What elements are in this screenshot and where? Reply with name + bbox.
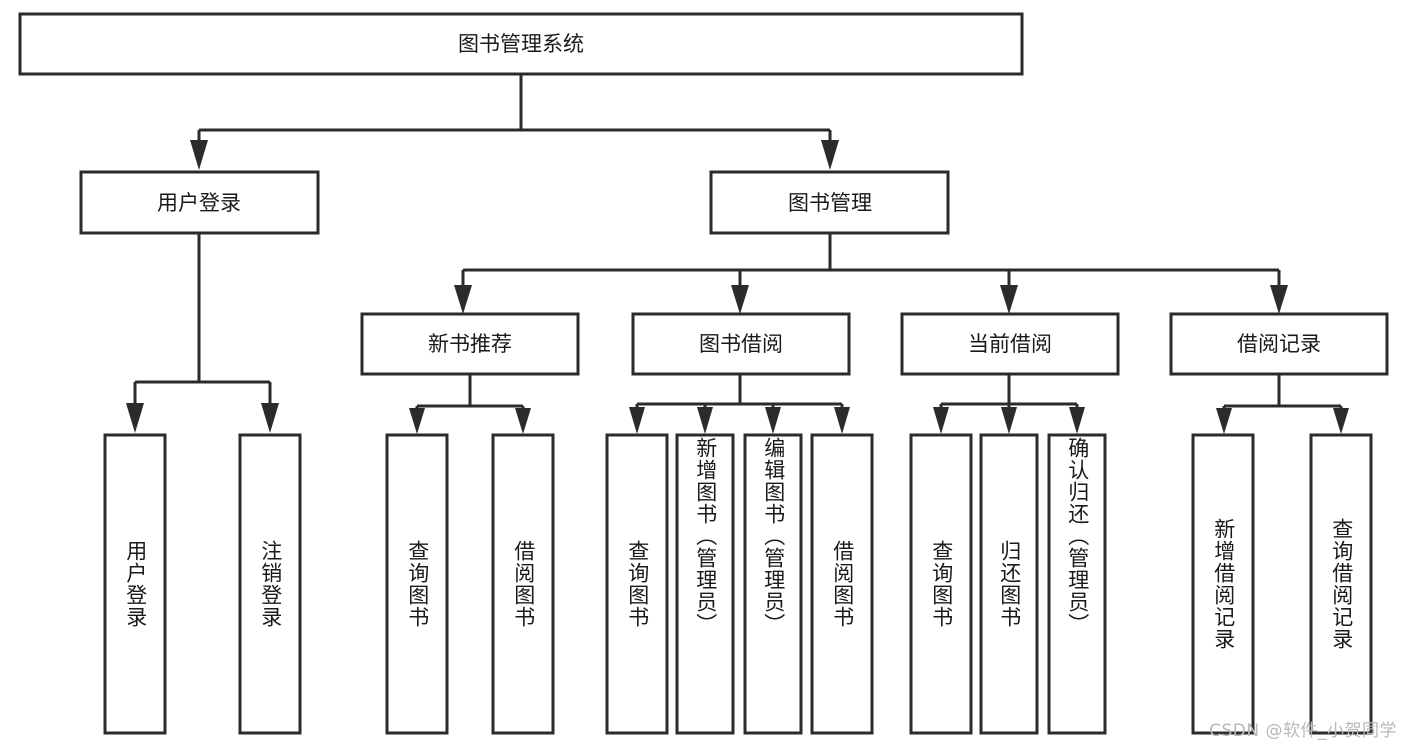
node-leaf-edit-book-admin-box[interactable] bbox=[743, 433, 803, 735]
arrowhead-leaf-return-book bbox=[1001, 407, 1017, 434]
connector-group-new-book-recommend bbox=[409, 374, 531, 434]
arrowhead-borrow-record bbox=[1270, 285, 1288, 314]
connector-group-root bbox=[190, 75, 839, 170]
node-leaf-user-login-box[interactable] bbox=[103, 433, 167, 735]
node-leaf-confirm-return-admin-box[interactable] bbox=[1047, 433, 1107, 735]
arrowhead-leaf-query-book-3 bbox=[933, 407, 949, 434]
connector-group-user-login bbox=[126, 233, 279, 433]
node-user-login-box[interactable] bbox=[79, 170, 320, 235]
node-leaf-borrow-book-1-box[interactable] bbox=[491, 433, 555, 735]
arrowhead-new-book-recommend bbox=[454, 285, 472, 314]
node-book-manage-label: 图书管理 bbox=[788, 191, 872, 215]
connector-group-book-manage bbox=[454, 233, 1288, 314]
node-borrow-record-box[interactable] bbox=[1169, 312, 1389, 376]
node-leaf-user-logout-box[interactable] bbox=[238, 433, 302, 735]
arrowhead-leaf-borrow-book-2 bbox=[834, 407, 850, 434]
node-book-borrow-label: 图书借阅 bbox=[699, 332, 783, 356]
node-current-borrow-label: 当前借阅 bbox=[968, 332, 1052, 356]
node-leaf-return-book-box[interactable] bbox=[979, 433, 1039, 735]
node-leaf-query-book-3-box[interactable] bbox=[909, 433, 973, 735]
connector-group-borrow-record bbox=[1216, 374, 1349, 434]
node-book-borrow-box[interactable] bbox=[631, 312, 851, 376]
node-new-book-recommend-label: 新书推荐 bbox=[428, 332, 512, 356]
node-new-book-recommend-box[interactable] bbox=[360, 312, 580, 376]
node-leaf-query-book-1-box[interactable] bbox=[385, 433, 449, 735]
arrowhead-leaf-add-borrow-record bbox=[1216, 408, 1232, 434]
arrowhead-leaf-user-logout bbox=[261, 403, 279, 433]
node-user-login-label: 用户登录 bbox=[157, 191, 241, 215]
arrowhead-current-borrow bbox=[1000, 285, 1018, 314]
connector-group-book-borrow bbox=[629, 374, 850, 434]
node-leaf-query-borrow-record-box[interactable] bbox=[1309, 433, 1373, 735]
arrowhead-book-manage bbox=[821, 140, 839, 170]
arrowhead-leaf-user-login bbox=[126, 403, 144, 433]
node-book-manage-box[interactable] bbox=[709, 170, 950, 235]
node-leaf-borrow-book-2-box[interactable] bbox=[810, 433, 874, 735]
node-leaf-add-book-admin-box[interactable] bbox=[675, 433, 735, 735]
node-root-box[interactable] bbox=[18, 12, 1024, 76]
node-root-label: 图书管理系统 bbox=[458, 32, 584, 56]
arrowhead-leaf-add-book-admin bbox=[697, 407, 713, 434]
node-current-borrow-box[interactable] bbox=[900, 312, 1120, 376]
arrowhead-leaf-confirm-return-admin bbox=[1069, 407, 1085, 434]
connector-group-current-borrow bbox=[933, 374, 1085, 434]
arrowhead-leaf-borrow-book-1 bbox=[515, 408, 531, 434]
arrowhead-leaf-query-book-2 bbox=[629, 407, 645, 434]
arrowhead-book-borrow bbox=[731, 285, 749, 314]
arrowhead-leaf-query-book-1 bbox=[409, 408, 425, 434]
arrowhead-leaf-edit-book-admin bbox=[765, 407, 781, 434]
arrowhead-user-login bbox=[190, 140, 208, 170]
node-borrow-record-label: 借阅记录 bbox=[1237, 332, 1321, 356]
arrowhead-leaf-query-borrow-record bbox=[1333, 408, 1349, 434]
node-leaf-add-borrow-record-box[interactable] bbox=[1191, 433, 1255, 735]
node-leaf-query-book-2-box[interactable] bbox=[605, 433, 669, 735]
